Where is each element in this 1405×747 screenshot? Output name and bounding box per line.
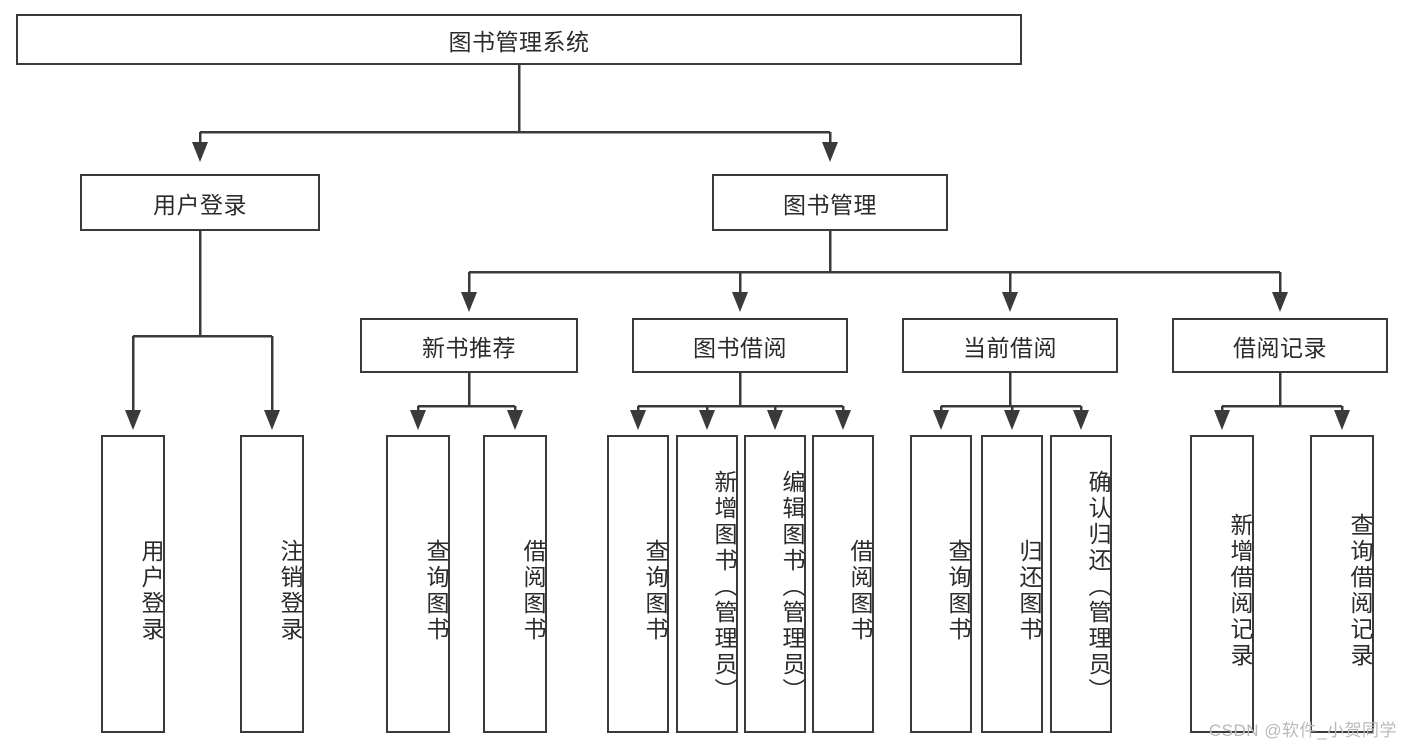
watermark-text: CSDN @软件_小贺同学 xyxy=(1208,721,1397,740)
node-label: 图书管理 xyxy=(783,191,877,218)
node-leaf-borrow-book-rec[interactable]: 借阅图书 xyxy=(483,435,547,733)
node-leaf-user-logout[interactable]: 注销登录 xyxy=(240,435,304,733)
node-borrow-record[interactable]: 借阅记录 xyxy=(1172,318,1388,373)
node-label: 查询借阅记录 xyxy=(1347,513,1373,669)
node-leaf-edit-book[interactable]: 编辑图书（管理员） xyxy=(744,435,806,733)
node-label: 图书借阅 xyxy=(693,334,787,361)
node-label: 查询图书 xyxy=(423,539,449,643)
node-leaf-add-record[interactable]: 新增借阅记录 xyxy=(1190,435,1254,733)
node-leaf-query-record[interactable]: 查询借阅记录 xyxy=(1310,435,1374,733)
node-label: 查询图书 xyxy=(945,539,971,643)
node-label: 新增图书（管理员） xyxy=(711,470,737,704)
node-leaf-user-login[interactable]: 用户登录 xyxy=(101,435,165,733)
node-label: 确认归还（管理员） xyxy=(1085,470,1111,704)
node-label: 查询图书 xyxy=(642,539,668,643)
node-book-management[interactable]: 图书管理 xyxy=(712,174,948,231)
node-leaf-add-book[interactable]: 新增图书（管理员） xyxy=(676,435,738,733)
node-label: 用户登录 xyxy=(153,191,247,218)
node-leaf-confirm-return[interactable]: 确认归还（管理员） xyxy=(1050,435,1112,733)
node-label: 图书管理系统 xyxy=(448,28,590,55)
node-leaf-query-book-current[interactable]: 查询图书 xyxy=(910,435,972,733)
node-leaf-query-book-rec[interactable]: 查询图书 xyxy=(386,435,450,733)
node-label: 借阅图书 xyxy=(847,539,873,643)
node-user-login[interactable]: 用户登录 xyxy=(80,174,320,231)
node-current-borrow[interactable]: 当前借阅 xyxy=(902,318,1118,373)
node-label: 归还图书 xyxy=(1016,539,1042,643)
node-label: 注销登录 xyxy=(277,539,303,643)
node-book-borrow[interactable]: 图书借阅 xyxy=(632,318,848,373)
node-leaf-return-book[interactable]: 归还图书 xyxy=(981,435,1043,733)
node-leaf-query-book-borrow[interactable]: 查询图书 xyxy=(607,435,669,733)
node-label: 编辑图书（管理员） xyxy=(779,470,805,704)
node-label: 借阅图书 xyxy=(520,539,546,643)
node-system-root[interactable]: 图书管理系统 xyxy=(16,14,1022,65)
node-label: 当前借阅 xyxy=(963,334,1057,361)
node-new-book-recommend[interactable]: 新书推荐 xyxy=(360,318,578,373)
node-label: 用户登录 xyxy=(138,539,164,643)
node-label: 新书推荐 xyxy=(422,334,516,361)
node-label: 新增借阅记录 xyxy=(1227,513,1253,669)
node-leaf-borrow-book[interactable]: 借阅图书 xyxy=(812,435,874,733)
node-label: 借阅记录 xyxy=(1233,334,1327,361)
